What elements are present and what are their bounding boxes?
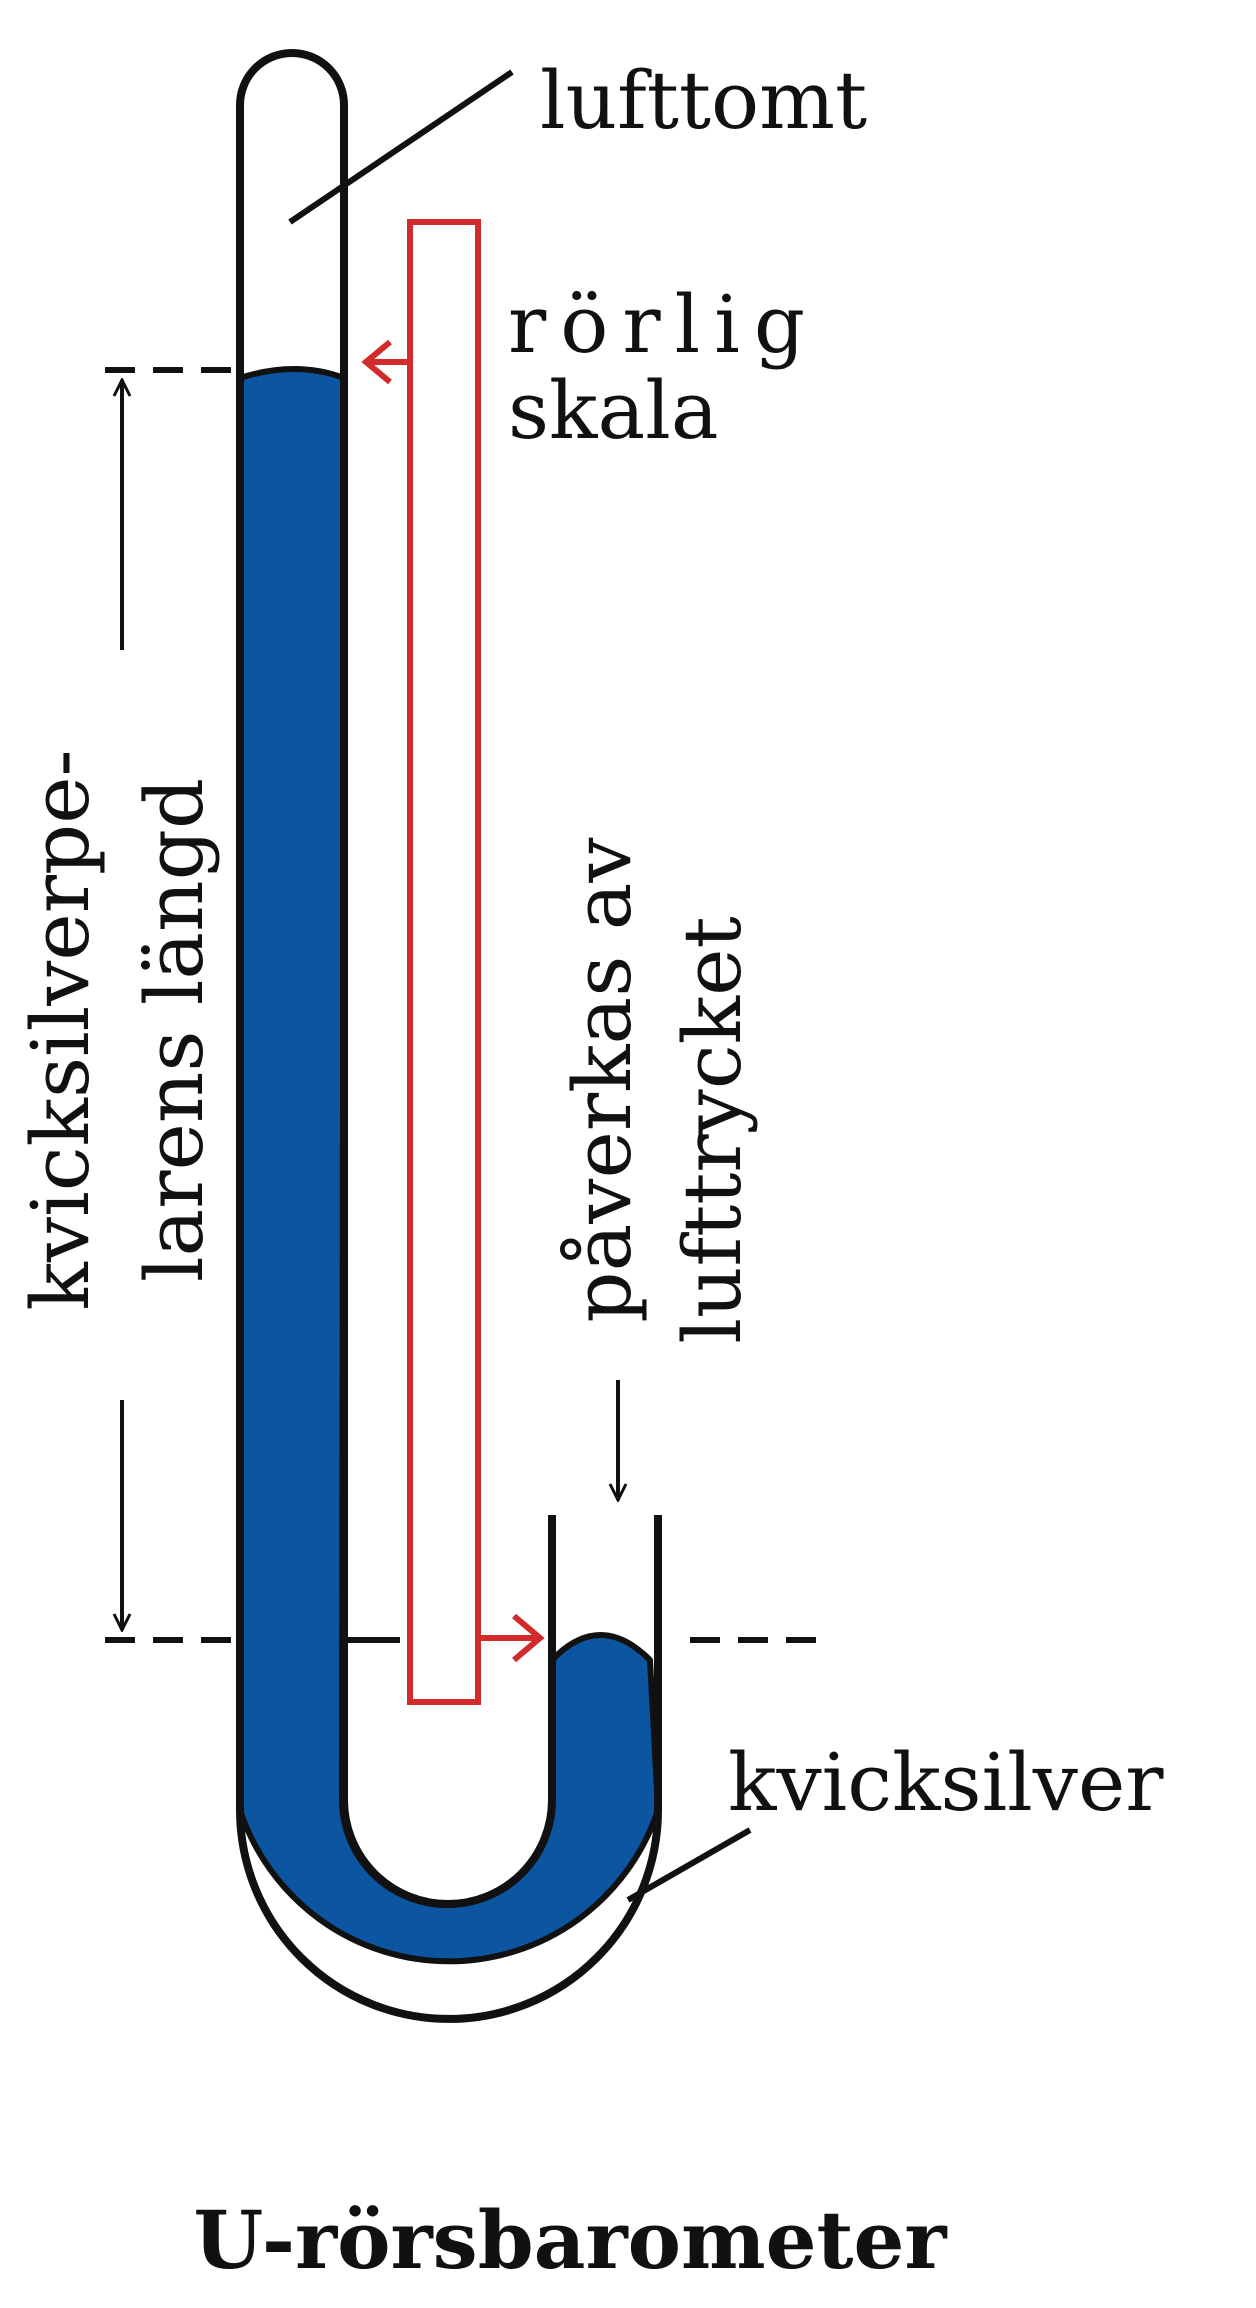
diagram-caption: U-rörsbarometer [193,2193,947,2287]
movable-scale [361,219,545,1705]
scale-label-line2: skala [508,364,719,457]
scale-label-line1: rörlig [508,278,819,371]
scale-upper-arrowhead [361,339,392,385]
movable-scale-bar [407,219,481,1705]
mercury-label: kvicksilver [728,1736,1164,1829]
column-length-label-line2: larens längd [128,778,221,1282]
glass-tube-outline [236,49,662,2023]
air-pressure-label-line1: påverkas av [556,837,649,1322]
vacuum-label: lufttomt [540,54,867,147]
vacuum-leader-line [288,69,514,225]
air-pressure-label-line2: lufttrycket [666,916,759,1343]
mercury-leader-line [626,1827,752,1903]
column-length-label-line1: kvicksilverpe- [14,749,107,1310]
level-lines [105,367,830,1643]
scale-lower-arrowhead [512,1613,545,1663]
